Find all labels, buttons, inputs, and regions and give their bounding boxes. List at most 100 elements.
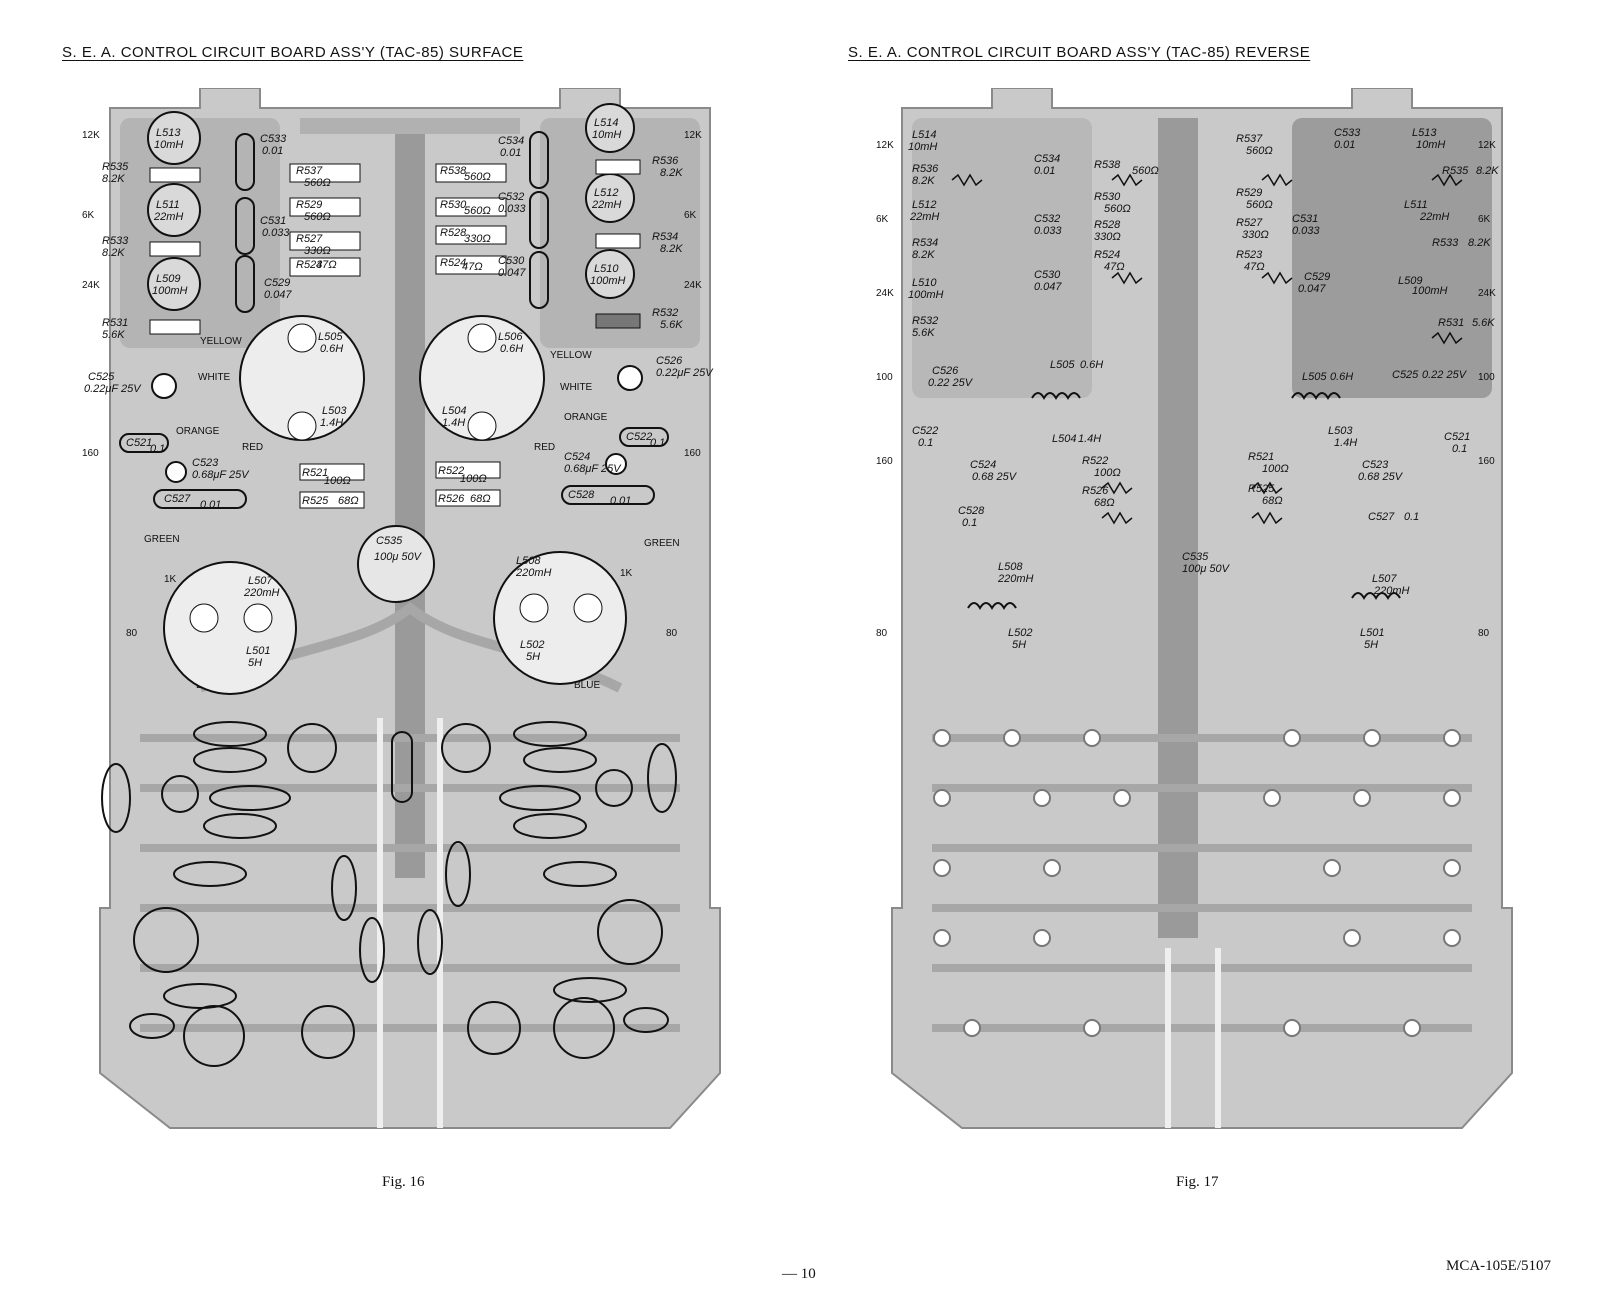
svg-text:R536: R536 <box>652 155 679 167</box>
resistor-r532: R532 5.6K <box>595 307 683 331</box>
resistor-r536: R536 8.2K <box>595 155 683 179</box>
svg-text:0.01: 0.01 <box>500 147 521 159</box>
svg-text:0.033: 0.033 <box>498 203 526 215</box>
wire-label-green-right: GREEN <box>644 538 680 549</box>
svg-text:560Ω: 560Ω <box>1132 165 1159 177</box>
svg-text:0.68 25V: 0.68 25V <box>972 471 1018 483</box>
document-code: MCA-105E/5107 <box>1446 1258 1551 1274</box>
svg-text:C527: C527 <box>1368 511 1395 523</box>
svg-text:C529: C529 <box>264 277 290 289</box>
capacitor-c533: C533 0.01 <box>235 133 287 191</box>
svg-text:C521: C521 <box>126 437 152 449</box>
svg-text:C535: C535 <box>376 535 403 547</box>
reverse-side-mark-12k: 12K <box>876 140 894 151</box>
side-mark-12k: 12K <box>82 130 100 141</box>
svg-text:C532: C532 <box>498 191 524 203</box>
svg-text:0.1: 0.1 <box>1452 443 1467 455</box>
svg-text:0.6H: 0.6H <box>1080 359 1103 371</box>
svg-text:0.01: 0.01 <box>1034 165 1055 177</box>
side-mark-24k-right: 24K <box>684 280 702 291</box>
svg-text:L513: L513 <box>1412 127 1437 139</box>
svg-text:L514: L514 <box>912 129 936 141</box>
svg-text:L512: L512 <box>594 187 618 199</box>
svg-text:C534: C534 <box>1034 153 1060 165</box>
capacitor-c535: C535 100μ 50V <box>357 525 435 603</box>
reverse-board-diagram: L514 10mH R536 8.2K C534 0.01 R538 560Ω … <box>872 88 1532 1146</box>
svg-text:8.2K: 8.2K <box>102 173 125 185</box>
resistor-r531: R531 5.6K <box>102 317 201 341</box>
capacitor-c523: C523 0.68μF 25V <box>165 457 250 483</box>
resistor-r526: R526 68Ω <box>435 489 501 507</box>
svg-text:L505: L505 <box>1302 371 1327 383</box>
svg-text:L512: L512 <box>912 199 936 211</box>
side-mark-6k: 6K <box>82 210 95 221</box>
svg-text:C526: C526 <box>932 365 959 377</box>
svg-text:8.2K: 8.2K <box>1476 165 1499 177</box>
svg-text:8.2K: 8.2K <box>102 247 125 259</box>
svg-text:330Ω: 330Ω <box>304 245 331 257</box>
svg-text:R522: R522 <box>1082 455 1108 467</box>
resistor-r523: R523 47Ω <box>289 257 361 277</box>
svg-text:R534: R534 <box>912 237 938 249</box>
svg-text:R535: R535 <box>102 161 129 173</box>
svg-text:0.01: 0.01 <box>200 499 221 511</box>
svg-text:R536: R536 <box>912 163 939 175</box>
svg-text:L503: L503 <box>322 405 347 417</box>
svg-text:10mH: 10mH <box>154 139 183 151</box>
svg-text:L507: L507 <box>1372 573 1397 585</box>
svg-text:0.01: 0.01 <box>610 495 631 507</box>
svg-text:C522: C522 <box>626 431 652 443</box>
svg-text:R531: R531 <box>102 317 128 329</box>
svg-text:100mH: 100mH <box>908 289 944 301</box>
svg-text:C531: C531 <box>260 215 286 227</box>
svg-text:L513: L513 <box>156 127 181 139</box>
svg-text:L505: L505 <box>1050 359 1075 371</box>
svg-text:C528: C528 <box>958 505 985 517</box>
svg-text:560Ω: 560Ω <box>1246 199 1273 211</box>
inductor-l509: L509 100mH <box>147 257 201 311</box>
svg-text:10mH: 10mH <box>592 129 621 141</box>
svg-text:47Ω: 47Ω <box>1244 261 1265 273</box>
svg-text:R524: R524 <box>440 257 466 269</box>
svg-text:0.22 25V: 0.22 25V <box>928 377 974 389</box>
resistor-r522: R522 100Ω <box>435 461 501 485</box>
svg-text:C528: C528 <box>568 489 595 501</box>
wire-label-yellow: YELLOW <box>200 336 242 347</box>
svg-text:R521: R521 <box>1248 451 1274 463</box>
svg-text:560Ω: 560Ω <box>1246 145 1273 157</box>
inductor-l510: L510 100mH <box>585 249 635 299</box>
svg-text:560Ω: 560Ω <box>464 171 491 183</box>
capacitor-c531: C531 0.033 <box>235 197 290 255</box>
svg-text:5.6K: 5.6K <box>1472 317 1495 329</box>
svg-text:R537: R537 <box>296 165 323 177</box>
reverse-side-mark-6k: 6K <box>876 214 889 225</box>
reverse-side-mark-160-right: 160 <box>1478 456 1495 467</box>
resistor-r528: R528 330Ω <box>435 225 507 245</box>
svg-text:100mH: 100mH <box>1412 285 1448 297</box>
svg-text:0.047: 0.047 <box>498 267 526 279</box>
svg-text:100mH: 100mH <box>590 275 626 287</box>
inductor-l507-l501: L507 220mH L501 5H <box>163 561 297 695</box>
svg-text:0.033: 0.033 <box>262 227 290 239</box>
svg-text:0.68μF 25V: 0.68μF 25V <box>192 469 250 481</box>
inductor-l508-l502: L508 220mH L502 5H <box>493 551 627 685</box>
svg-text:0.1: 0.1 <box>650 437 665 449</box>
svg-text:R535: R535 <box>1442 165 1469 177</box>
svg-text:100mH: 100mH <box>152 285 188 297</box>
svg-text:0.6H: 0.6H <box>500 343 523 355</box>
svg-text:R528: R528 <box>440 227 467 239</box>
svg-text:5.6K: 5.6K <box>660 319 683 331</box>
reverse-resistor-symbols <box>951 173 1463 525</box>
capacitor-c530: C530 0.047 <box>498 251 549 309</box>
side-mark-1k-right: 1K <box>620 568 633 579</box>
svg-text:22mH: 22mH <box>591 199 621 211</box>
svg-text:0.22 25V: 0.22 25V <box>1422 369 1468 381</box>
svg-text:L504: L504 <box>442 405 466 417</box>
svg-text:100Ω: 100Ω <box>1094 467 1121 479</box>
svg-text:R530: R530 <box>1094 191 1121 203</box>
svg-text:R533: R533 <box>102 235 129 247</box>
resistor-r527: R527 330Ω <box>289 231 361 257</box>
svg-text:R529: R529 <box>296 199 322 211</box>
svg-text:330Ω: 330Ω <box>464 233 491 245</box>
reverse-side-mark-160: 160 <box>876 456 893 467</box>
